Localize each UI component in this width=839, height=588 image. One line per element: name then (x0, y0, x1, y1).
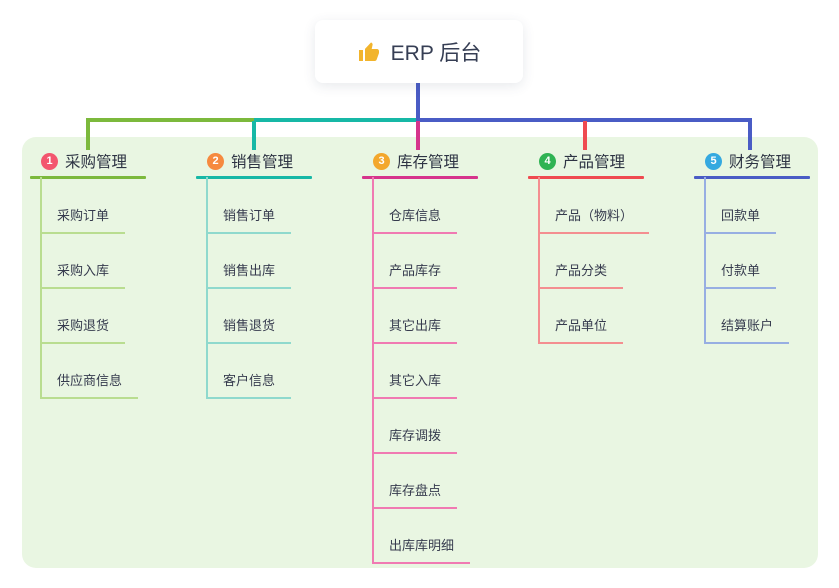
root-connector (416, 82, 420, 120)
child-node: 产品单位 (528, 289, 694, 344)
branch-number-badge: 1 (41, 152, 58, 170)
child-node: 产品（物料） (528, 179, 694, 234)
branch-underline (528, 176, 644, 179)
branch-underline (362, 176, 478, 179)
branch-label: 采购管理 (65, 154, 128, 171)
child-node-label[interactable]: 结算账户 (704, 315, 790, 344)
children-connector-line (372, 177, 374, 564)
children-list: 产品（物料） 产品分类产品单位 (528, 179, 694, 344)
branch-underline (196, 176, 312, 179)
child-node-label[interactable]: 采购订单 (40, 205, 126, 234)
branch-column: 4 产品管理 产品（物料） 产品分类产品单位 (528, 148, 694, 344)
bus-segment-sales (254, 118, 420, 122)
child-node: 销售订单 (196, 179, 362, 234)
children-list: 销售订单销售出库销售退货客户信息 (196, 179, 362, 399)
child-node: 付款单 (694, 234, 839, 289)
bus-segment-right (416, 118, 752, 122)
branch-column: 3 库存管理 仓库信息产品库存其它出库其它入库库存调拨库存盘点出库库明细 (362, 148, 528, 564)
child-node: 库存调拨 (362, 399, 528, 454)
branch-column: 5 财务管理 回款单付款单结算账户 (694, 148, 839, 344)
branch-column: 2 销售管理 销售订单销售出库销售退货客户信息 (196, 148, 362, 399)
branch-node-3[interactable]: 3 库存管理 (362, 148, 528, 174)
drop-connector-finance (748, 121, 752, 150)
child-node-label[interactable]: 销售退货 (206, 315, 292, 344)
bus-segment-purchase (86, 118, 256, 122)
branch-number-badge: 2 (207, 152, 224, 170)
branch-number-badge: 4 (539, 152, 556, 170)
child-node-label[interactable]: 出库库明细 (372, 535, 471, 564)
branch-column: 1 采购管理 采购订单采购入库采购退货供应商信息 (30, 148, 196, 399)
branch-number-badge: 5 (705, 152, 722, 170)
child-node: 出库库明细 (362, 509, 528, 564)
child-node: 销售出库 (196, 234, 362, 289)
child-node: 其它出库 (362, 289, 528, 344)
branch-node-5[interactable]: 5 财务管理 (694, 148, 839, 174)
child-node: 产品库存 (362, 234, 528, 289)
child-node: 产品分类 (528, 234, 694, 289)
child-node-label[interactable]: 产品（物料） (538, 205, 650, 234)
branch-label: 销售管理 (231, 154, 294, 171)
children-connector-line (704, 177, 706, 344)
child-node-label[interactable]: 采购退货 (40, 315, 126, 344)
child-node: 采购退货 (30, 289, 196, 344)
child-node-label[interactable]: 其它入库 (372, 370, 458, 399)
child-node: 客户信息 (196, 344, 362, 399)
child-node: 回款单 (694, 179, 839, 234)
branch-node-4[interactable]: 4 产品管理 (528, 148, 694, 174)
child-node-label[interactable]: 其它出库 (372, 315, 458, 344)
child-node: 采购订单 (30, 179, 196, 234)
child-node-label[interactable]: 库存调拨 (372, 425, 458, 454)
root-title: ERP 后台 (390, 41, 482, 65)
child-node: 其它入库 (362, 344, 528, 399)
drop-connector-product (583, 121, 587, 150)
child-node-label[interactable]: 产品库存 (372, 260, 458, 289)
child-node: 采购入库 (30, 234, 196, 289)
child-node-label[interactable]: 采购入库 (40, 260, 126, 289)
child-node-label[interactable]: 库存盘点 (372, 480, 458, 509)
branch-underline (30, 176, 146, 179)
child-node-label[interactable]: 产品单位 (538, 315, 624, 344)
child-node-label[interactable]: 付款单 (704, 260, 777, 289)
branch-node-2[interactable]: 2 销售管理 (196, 148, 362, 174)
branch-label: 库存管理 (397, 154, 460, 171)
child-node-label[interactable]: 销售出库 (206, 260, 292, 289)
child-node-label[interactable]: 仓库信息 (372, 205, 458, 234)
child-node: 销售退货 (196, 289, 362, 344)
branch-label: 产品管理 (563, 154, 626, 171)
branch-number-badge: 3 (373, 152, 390, 170)
child-node: 供应商信息 (30, 344, 196, 399)
branch-underline (694, 176, 810, 179)
root-node[interactable]: ERP 后台 (315, 20, 523, 83)
thumbs-up-icon (357, 40, 381, 64)
child-node: 库存盘点 (362, 454, 528, 509)
child-node: 仓库信息 (362, 179, 528, 234)
drop-connector-sales (252, 121, 256, 150)
children-list: 回款单付款单结算账户 (694, 179, 839, 344)
drop-connector-purchase (86, 121, 90, 150)
drop-connector-inventory (416, 121, 420, 150)
background-panel (22, 137, 818, 568)
branch-label: 财务管理 (729, 154, 792, 171)
child-node-label[interactable]: 供应商信息 (40, 370, 139, 399)
children-connector-line (538, 177, 540, 344)
child-node-label[interactable]: 产品分类 (538, 260, 624, 289)
child-node: 结算账户 (694, 289, 839, 344)
branch-node-1[interactable]: 1 采购管理 (30, 148, 196, 174)
children-list: 采购订单采购入库采购退货供应商信息 (30, 179, 196, 399)
child-node-label[interactable]: 销售订单 (206, 205, 292, 234)
child-node-label[interactable]: 客户信息 (206, 370, 292, 399)
child-node-label[interactable]: 回款单 (704, 205, 777, 234)
children-list: 仓库信息产品库存其它出库其它入库库存调拨库存盘点出库库明细 (362, 179, 528, 564)
